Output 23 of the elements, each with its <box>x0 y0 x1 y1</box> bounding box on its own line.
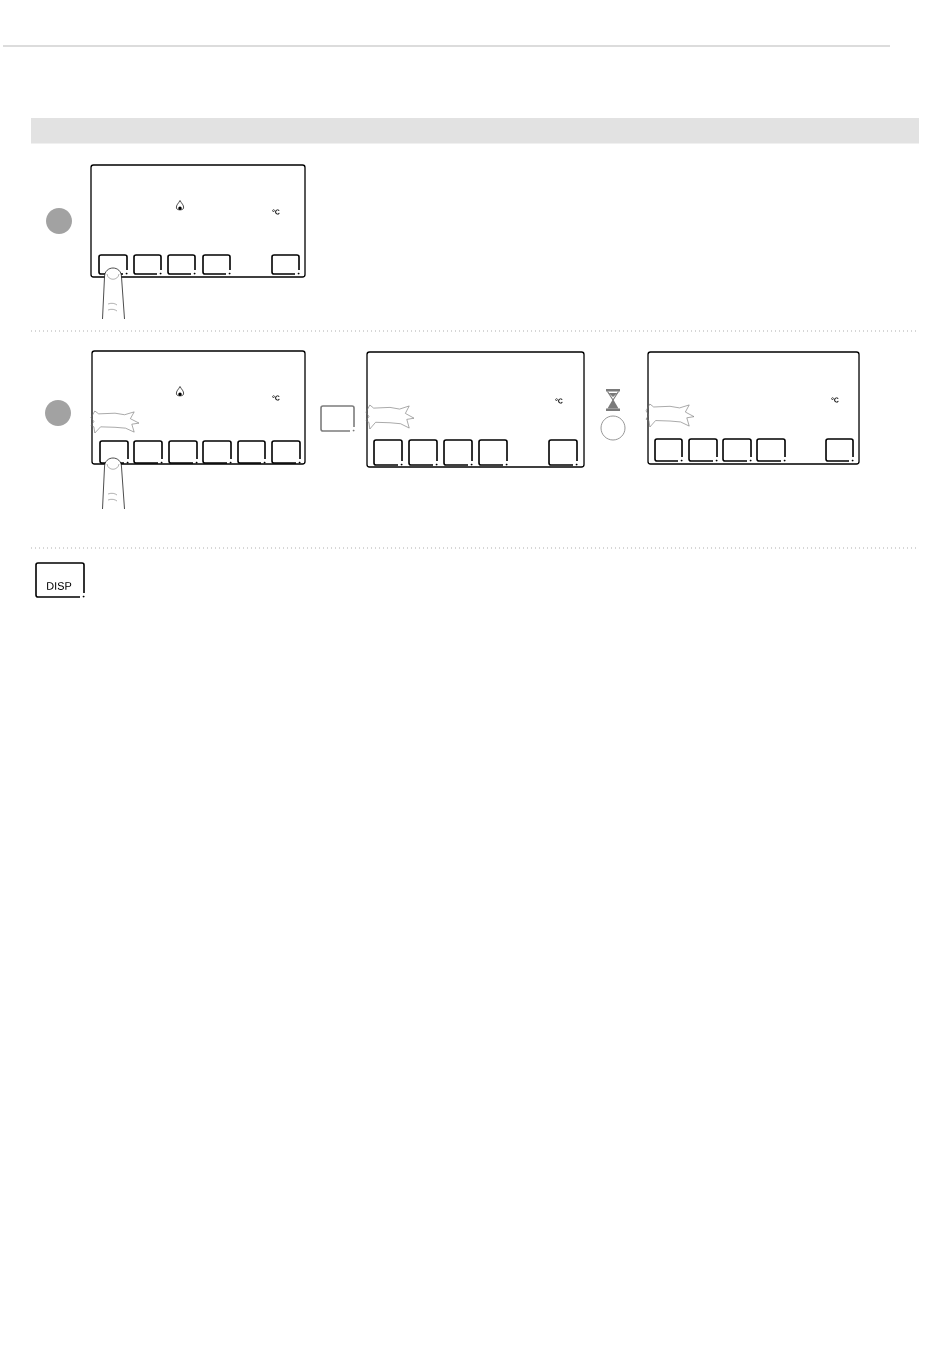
key-button <box>408 439 438 466</box>
key-button <box>271 254 300 275</box>
key-button <box>688 438 718 462</box>
key-button <box>202 254 231 275</box>
key-button <box>133 254 162 275</box>
node-label: DISP <box>47 582 72 590</box>
key-button <box>320 405 355 432</box>
key-button <box>443 439 473 466</box>
key-button <box>825 438 854 462</box>
key-button <box>133 440 163 464</box>
key-button <box>478 439 508 466</box>
key-button <box>271 440 301 464</box>
key-button <box>237 440 266 464</box>
key-button <box>168 440 198 464</box>
key-button <box>167 254 196 275</box>
key-button <box>373 439 403 466</box>
key-button <box>548 439 578 466</box>
key-button <box>99 440 129 464</box>
key-button <box>654 438 683 462</box>
key-button <box>756 438 786 462</box>
key-button <box>722 438 752 462</box>
key-button <box>202 440 232 464</box>
key-button: DISP <box>35 562 85 598</box>
